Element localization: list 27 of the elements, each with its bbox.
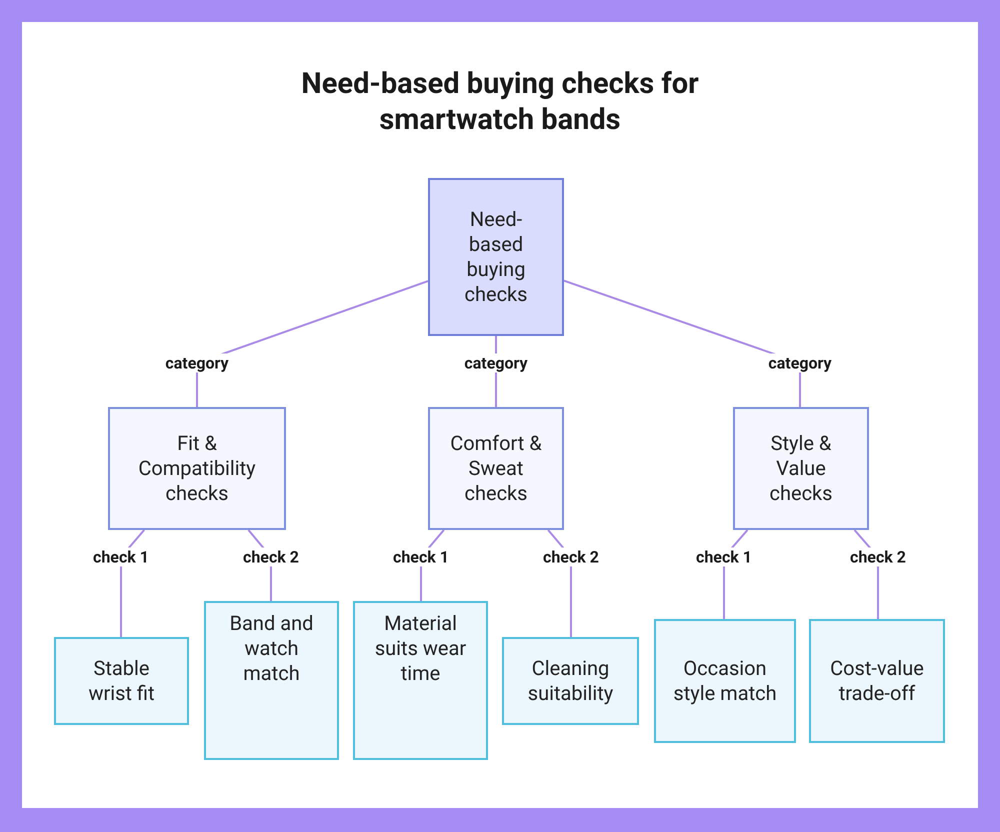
process-box <box>428 407 564 530</box>
box-text: Cost-value trade-off <box>829 656 925 706</box>
edge-label: check 2 <box>848 548 908 566</box>
edge-label: check 2 <box>541 548 601 566</box>
process-box <box>733 407 869 530</box>
box-text: Stable wrist fit <box>87 656 156 706</box>
edge-label: category <box>163 354 231 372</box>
box-text: Fit & Compatibility checks <box>137 431 257 506</box>
box-text: Occasion style match <box>672 656 778 706</box>
edge-label: category <box>462 354 530 372</box>
box-text: Band and watch match <box>228 611 314 686</box>
box-text: Material suits wear time <box>374 611 468 686</box>
edge-label: check 2 <box>241 548 301 566</box>
box-text: Need-based buying checks <box>463 207 529 307</box>
process-box <box>654 619 796 743</box>
process-box <box>502 637 639 725</box>
process-box <box>353 601 488 760</box>
edge-label: category <box>766 354 834 372</box>
box-text: Comfort & Sweat checks <box>449 431 543 506</box>
box-text: Cleaning suitability <box>526 656 614 706</box>
process-box <box>428 178 564 336</box>
process-box <box>108 407 286 530</box>
box-text: Style & Value checks <box>768 431 834 506</box>
process-box <box>54 637 189 725</box>
process-box <box>204 601 339 760</box>
process-box <box>809 619 945 743</box>
title: Need-based buying checks for smartwatch bands <box>300 66 700 138</box>
